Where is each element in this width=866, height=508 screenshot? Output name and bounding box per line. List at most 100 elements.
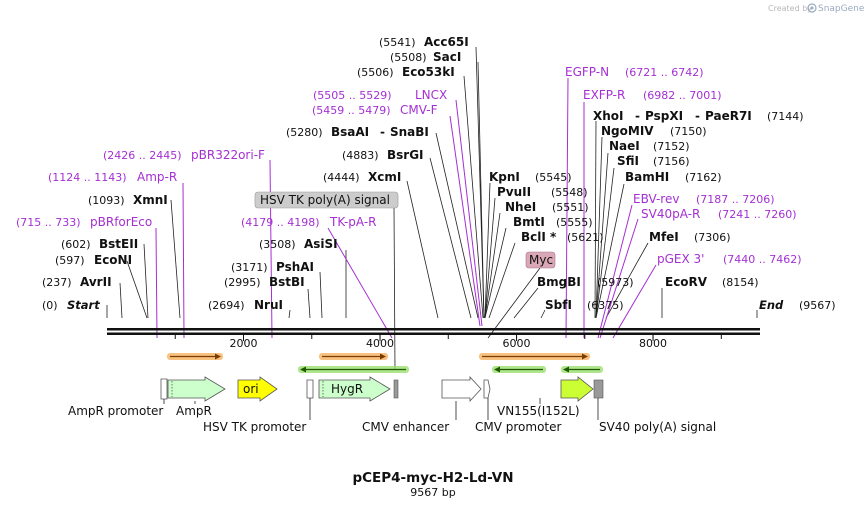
site-bcli: BclI * (5621)	[521, 230, 604, 244]
svg-text:(7144): (7144)	[767, 110, 804, 123]
svg-text:Myc: Myc	[529, 253, 553, 267]
site-kpni: KpnI (5545)	[489, 170, 572, 184]
primer-tk-pa-r: (4179 .. 4198) TK-pA-R	[241, 215, 377, 229]
svg-text:(5541): (5541)	[379, 36, 416, 49]
svg-text:(7241 .. 7260): (7241 .. 7260)	[718, 208, 797, 221]
svg-text:(4444): (4444)	[323, 171, 360, 184]
primer-lncx: (5505 .. 5529) LNCX	[313, 88, 447, 102]
credit-text: Created by	[768, 4, 812, 13]
svg-text:(715 .. 733): (715 .. 733)	[16, 216, 81, 229]
site-nhei: NheI (5551)	[505, 200, 589, 214]
svg-text:(3508): (3508)	[259, 238, 296, 251]
svg-text:BstEII: BstEII	[99, 237, 138, 251]
feature-ampr-promoter	[160, 378, 168, 404]
svg-text:(7440 .. 7462): (7440 .. 7462)	[723, 253, 802, 266]
svg-text:(5505 .. 5529): (5505 .. 5529)	[313, 89, 392, 102]
svg-text:(602): (602)	[61, 238, 91, 251]
site-bstbi: (2995) BstBI	[224, 275, 305, 289]
svg-text:SacI: SacI	[433, 50, 461, 64]
svg-text:KpnI: KpnI	[489, 170, 520, 184]
site-acc65i: (5541) Acc65I	[379, 35, 469, 49]
orf-arrow-reverse-right	[561, 366, 603, 373]
svg-text:NruI: NruI	[254, 298, 283, 312]
svg-text:(7150): (7150)	[670, 125, 707, 138]
svg-text:(1093): (1093)	[88, 194, 125, 207]
brand-name: SnapGene	[818, 4, 865, 14]
feature-hsv-tk-promoter	[306, 379, 314, 420]
svg-text:(9567): (9567)	[799, 299, 836, 312]
tick-label: 2000	[230, 337, 258, 350]
snapgene-logo-icon	[807, 3, 817, 13]
svg-text:(7152): (7152)	[653, 140, 690, 153]
label-ampr: AmpR	[176, 404, 212, 418]
svg-text:HygR: HygR	[331, 382, 363, 396]
svg-text:SfiI: SfiI	[617, 154, 639, 168]
svg-text:BsrGI: BsrGI	[387, 148, 424, 162]
svg-text:pGEX 3': pGEX 3'	[657, 252, 704, 266]
map-end: End (9567)	[759, 298, 836, 312]
svg-text:PspXI: PspXI	[645, 109, 683, 123]
svg-text:(5280): (5280)	[286, 126, 323, 139]
svg-text:(1124 .. 1143): (1124 .. 1143)	[48, 171, 127, 184]
site-ecorv: EcoRV (8154)	[665, 275, 759, 289]
svg-text:XmnI: XmnI	[133, 193, 168, 207]
primer-pbrforeco: (715 .. 733) pBRforEco	[16, 215, 152, 229]
label-vn155: VN155(I152L)	[497, 404, 580, 418]
svg-text:(5459 .. 5479): (5459 .. 5479)	[312, 104, 391, 117]
svg-text:(7162): (7162)	[685, 171, 722, 184]
svg-text:NgoMIV: NgoMIV	[601, 124, 654, 138]
svg-text:End: End	[759, 298, 784, 312]
site-eco53ki: (5506) Eco53kI	[357, 65, 455, 79]
map-start: (0) Start	[42, 298, 100, 312]
svg-text:(597): (597)	[55, 254, 85, 267]
svg-text:TK-pA-R: TK-pA-R	[329, 215, 377, 229]
svg-text:BclI *: BclI *	[521, 230, 557, 244]
site-bsteii: (602) BstEII	[61, 237, 138, 251]
svg-text:(5555): (5555)	[556, 216, 593, 229]
svg-text:(7306): (7306)	[694, 231, 731, 244]
svg-text:MfeI: MfeI	[649, 230, 679, 244]
svg-text:(2694): (2694)	[208, 299, 245, 312]
orf-arrow-ampr	[167, 353, 223, 360]
plasmid-name: pCEP4-myc-H2-Ld-VN	[352, 470, 513, 486]
site-pshai: (3171) PshAI	[231, 260, 314, 274]
site-bmti: BmtI (5555)	[513, 215, 593, 229]
orf-arrow-insert	[479, 353, 590, 360]
feature-cmv-promoter	[483, 379, 491, 420]
site-connectors	[106, 46, 758, 319]
svg-text:-: -	[695, 109, 700, 123]
plasmid-length: 9567 bp	[410, 486, 455, 499]
svg-text:HSV TK poly(A) signal: HSV TK poly(A) signal	[260, 193, 390, 207]
svg-text:Eco53kI: Eco53kI	[402, 65, 455, 79]
primer-sv40pa-r: SV40pA-R (7241 .. 7260)	[641, 207, 797, 221]
svg-text:(5973): (5973)	[597, 276, 634, 289]
svg-text:SbfI: SbfI	[545, 298, 572, 312]
svg-text:PaeR7I: PaeR7I	[705, 109, 752, 123]
tick-label: 8000	[639, 337, 667, 350]
svg-text:BamHI: BamHI	[625, 170, 669, 184]
svg-text:BmgBI: BmgBI	[537, 275, 581, 289]
svg-text:ori: ori	[243, 382, 259, 396]
svg-text:(6982 .. 7001): (6982 .. 7001)	[643, 89, 722, 102]
feature-ori: ori	[237, 376, 278, 402]
feature-hsv-polya-block	[393, 379, 399, 399]
svg-text:(5545): (5545)	[535, 171, 572, 184]
primer-amp-r: (1124 .. 1143) Amp-R	[48, 170, 177, 184]
site-bmgbi: BmgBI (5973)	[537, 275, 634, 289]
site-bsaai-snabi: (5280) BsaAI - SnaBI	[286, 125, 429, 139]
svg-text:(5548): (5548)	[551, 186, 588, 199]
svg-text:XhoI: XhoI	[593, 109, 624, 123]
site-bsrgi: (4883) BsrGI	[342, 148, 424, 162]
label-ampr-promoter: AmpR promoter	[68, 404, 163, 418]
svg-text:Start: Start	[67, 298, 100, 312]
svg-text:PvuII: PvuII	[497, 185, 531, 199]
svg-text:EGFP-N: EGFP-N	[565, 65, 609, 79]
restriction-sites: (5541) Acc65I (5508) SacI (5506) Eco53kI…	[42, 35, 804, 312]
label-hsv-tk-promoter: HSV TK promoter	[203, 420, 306, 434]
primer-ebv-rev: EBV-rev (7187 .. 7206)	[633, 192, 775, 206]
primer-pbr322ori-f: (2426 .. 2445) pBR322ori-F	[103, 148, 265, 162]
primer-cmv-f: (5459 .. 5479) CMV-F	[312, 103, 438, 117]
site-mfei: MfeI (7306)	[649, 230, 731, 244]
svg-text:-: -	[635, 109, 640, 123]
feature-cmv-enhancer	[441, 375, 482, 420]
